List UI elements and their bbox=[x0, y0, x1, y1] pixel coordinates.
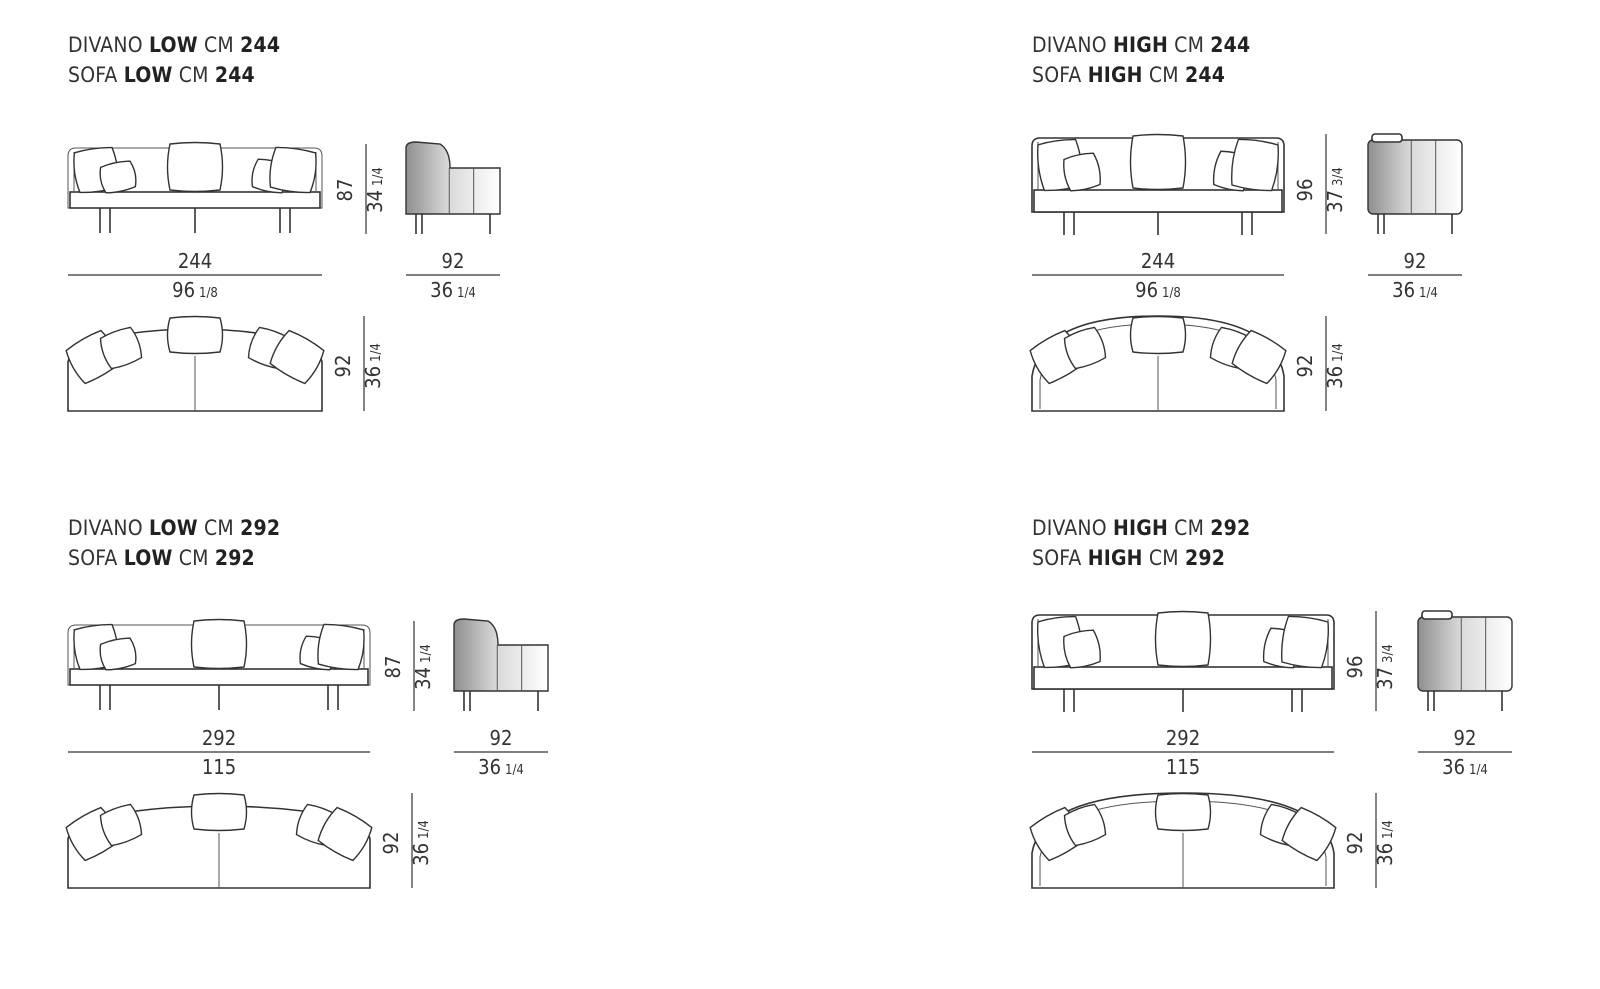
cushion bbox=[1063, 326, 1107, 370]
front-height-in: 341/4 bbox=[411, 644, 435, 690]
side-cushion-top bbox=[1421, 610, 1453, 620]
front-height-cm: 96 bbox=[1343, 656, 1367, 679]
cushion bbox=[1129, 315, 1187, 355]
cushion bbox=[1063, 629, 1101, 669]
side-cushion-top bbox=[1371, 133, 1403, 143]
front-width-cm: 244 bbox=[1141, 249, 1175, 273]
cushion bbox=[99, 803, 143, 847]
side-depth-cm: 92 bbox=[1404, 249, 1427, 273]
front-height-in: 373/4 bbox=[1323, 167, 1347, 213]
side-depth-cm: 92 bbox=[490, 726, 513, 750]
cushion bbox=[166, 141, 224, 193]
front-height-in: 341/4 bbox=[363, 167, 387, 213]
cushion bbox=[190, 792, 248, 832]
front-width-in: 115 bbox=[202, 755, 236, 779]
top-depth-in: 361/4 bbox=[1373, 820, 1397, 866]
cushion bbox=[1154, 792, 1212, 832]
section-title: DIVANO LOW CM 244 SOFA LOW CM 244 bbox=[68, 33, 281, 87]
cushion bbox=[269, 329, 325, 385]
side-body bbox=[405, 141, 501, 215]
top-depth-in: 361/4 bbox=[1323, 343, 1347, 389]
front-width-cm: 292 bbox=[1166, 726, 1200, 750]
cushion bbox=[1129, 133, 1187, 191]
cushion bbox=[1231, 138, 1279, 192]
cushion bbox=[1063, 152, 1101, 192]
side-body bbox=[453, 618, 549, 692]
cushion bbox=[317, 623, 365, 671]
cushion bbox=[1154, 610, 1212, 668]
cushion bbox=[99, 326, 143, 370]
sofa-frame bbox=[67, 147, 323, 209]
cushion bbox=[166, 315, 224, 355]
top-depth-cm: 92 bbox=[379, 832, 403, 855]
sofa-seat bbox=[69, 668, 369, 686]
front-width-cm: 244 bbox=[178, 249, 212, 273]
front-height-cm: 87 bbox=[333, 179, 357, 202]
section-title: DIVANO HIGH CM 244 SOFA HIGH CM 244 bbox=[1032, 33, 1251, 87]
front-width-cm: 292 bbox=[202, 726, 236, 750]
cushion bbox=[99, 637, 137, 671]
top-depth-in: 361/4 bbox=[409, 820, 433, 866]
top-depth-cm: 92 bbox=[1343, 832, 1367, 855]
cushion bbox=[1231, 329, 1287, 385]
top-depth-cm: 92 bbox=[1293, 355, 1317, 378]
front-height-cm: 87 bbox=[381, 656, 405, 679]
cushion bbox=[1281, 615, 1329, 669]
cushion bbox=[1063, 803, 1107, 847]
cushion bbox=[190, 618, 248, 670]
sofa-seat bbox=[69, 191, 321, 209]
cushion bbox=[317, 806, 373, 862]
cushion bbox=[1281, 806, 1337, 862]
section-title: DIVANO HIGH CM 292 SOFA HIGH CM 292 bbox=[1032, 516, 1251, 570]
sofa-seat bbox=[1033, 666, 1333, 690]
section-title: DIVANO LOW CM 292 SOFA LOW CM 292 bbox=[68, 516, 281, 570]
sofa-frame bbox=[67, 624, 371, 686]
front-height-cm: 96 bbox=[1293, 179, 1317, 202]
side-body bbox=[1417, 616, 1513, 692]
side-depth-cm: 92 bbox=[1454, 726, 1477, 750]
top-depth-in: 361/4 bbox=[361, 343, 385, 389]
side-depth-cm: 92 bbox=[442, 249, 465, 273]
sofa-seat bbox=[1033, 189, 1283, 213]
cushion bbox=[99, 160, 137, 194]
front-height-in: 373/4 bbox=[1373, 644, 1397, 690]
top-depth-cm: 92 bbox=[331, 355, 355, 378]
side-body bbox=[1367, 139, 1463, 215]
front-width-in: 115 bbox=[1166, 755, 1200, 779]
cushion bbox=[269, 146, 317, 194]
